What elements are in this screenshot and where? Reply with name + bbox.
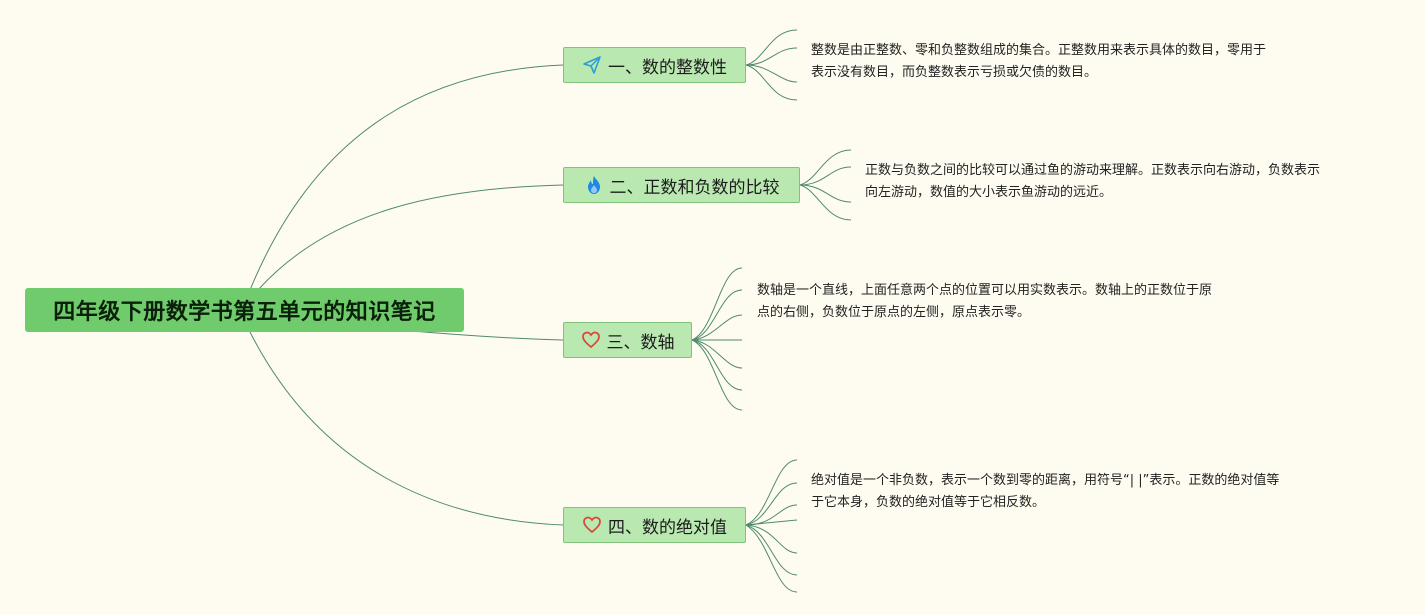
note-line: 向左游动，数值的大小表示鱼游动的远近。 bbox=[865, 185, 1113, 200]
note-line: 绝对值是一个非负数，表示一个数到零的距离，用符号“| |”表示。正数的绝对值等 bbox=[811, 473, 1280, 488]
note-line: 数轴是一个直线，上面任意两个点的位置可以用实数表示。数轴上的正数位于原 bbox=[757, 283, 1213, 298]
topic-positive-negative-compare[interactable]: 二、正数和负数的比较 bbox=[563, 167, 800, 203]
note-absolute-value: 绝对值是一个非负数，表示一个数到零的距离，用符号“| |”表示。正数的绝对值等 … bbox=[811, 470, 1279, 514]
note-number-line: 数轴是一个直线，上面任意两个点的位置可以用实数表示。数轴上的正数位于原 点的右侧… bbox=[757, 280, 1212, 324]
branch-line-2 bbox=[257, 184, 564, 291]
note-line: 正数与负数之间的比较可以通过鱼的游动来理解。正数表示向右游动，负数表示 bbox=[865, 163, 1321, 178]
central-topic[interactable]: 四年级下册数学书第五单元的知识笔记 bbox=[25, 288, 464, 332]
fire-icon bbox=[584, 175, 604, 195]
note-line: 于它本身，负数的绝对值等于它相反数。 bbox=[811, 495, 1046, 510]
heart-icon bbox=[581, 330, 601, 350]
topic-label: 四、数的绝对值 bbox=[608, 517, 727, 538]
note-line: 表示没有数目，而负整数表示亏损或欠债的数目。 bbox=[811, 65, 1098, 80]
topic-absolute-value[interactable]: 四、数的绝对值 bbox=[563, 507, 746, 543]
topic-label: 三、数轴 bbox=[606, 332, 675, 353]
branch-line-4 bbox=[249, 331, 564, 526]
note-line: 整数是由正整数、零和负整数组成的集合。正整数用来表示具体的数目，零用于 bbox=[811, 43, 1267, 58]
topic-label: 二、正数和负数的比较 bbox=[609, 177, 780, 198]
topic-label: 一、数的整数性 bbox=[608, 57, 727, 78]
topic-number-line[interactable]: 三、数轴 bbox=[563, 322, 692, 358]
branch-line-1 bbox=[249, 64, 564, 291]
note-integer: 整数是由正整数、零和负整数组成的集合。正整数用来表示具体的数目，零用于 表示没有… bbox=[811, 40, 1266, 84]
note-compare: 正数与负数之间的比较可以通过鱼的游动来理解。正数表示向右游动，负数表示 向左游动… bbox=[865, 160, 1320, 204]
heart-icon bbox=[582, 515, 602, 535]
note-line: 点的右侧，负数位于原点的左侧，原点表示零。 bbox=[757, 305, 1031, 320]
paper-plane-icon bbox=[582, 55, 602, 75]
topic-number-integer[interactable]: 一、数的整数性 bbox=[563, 47, 746, 83]
